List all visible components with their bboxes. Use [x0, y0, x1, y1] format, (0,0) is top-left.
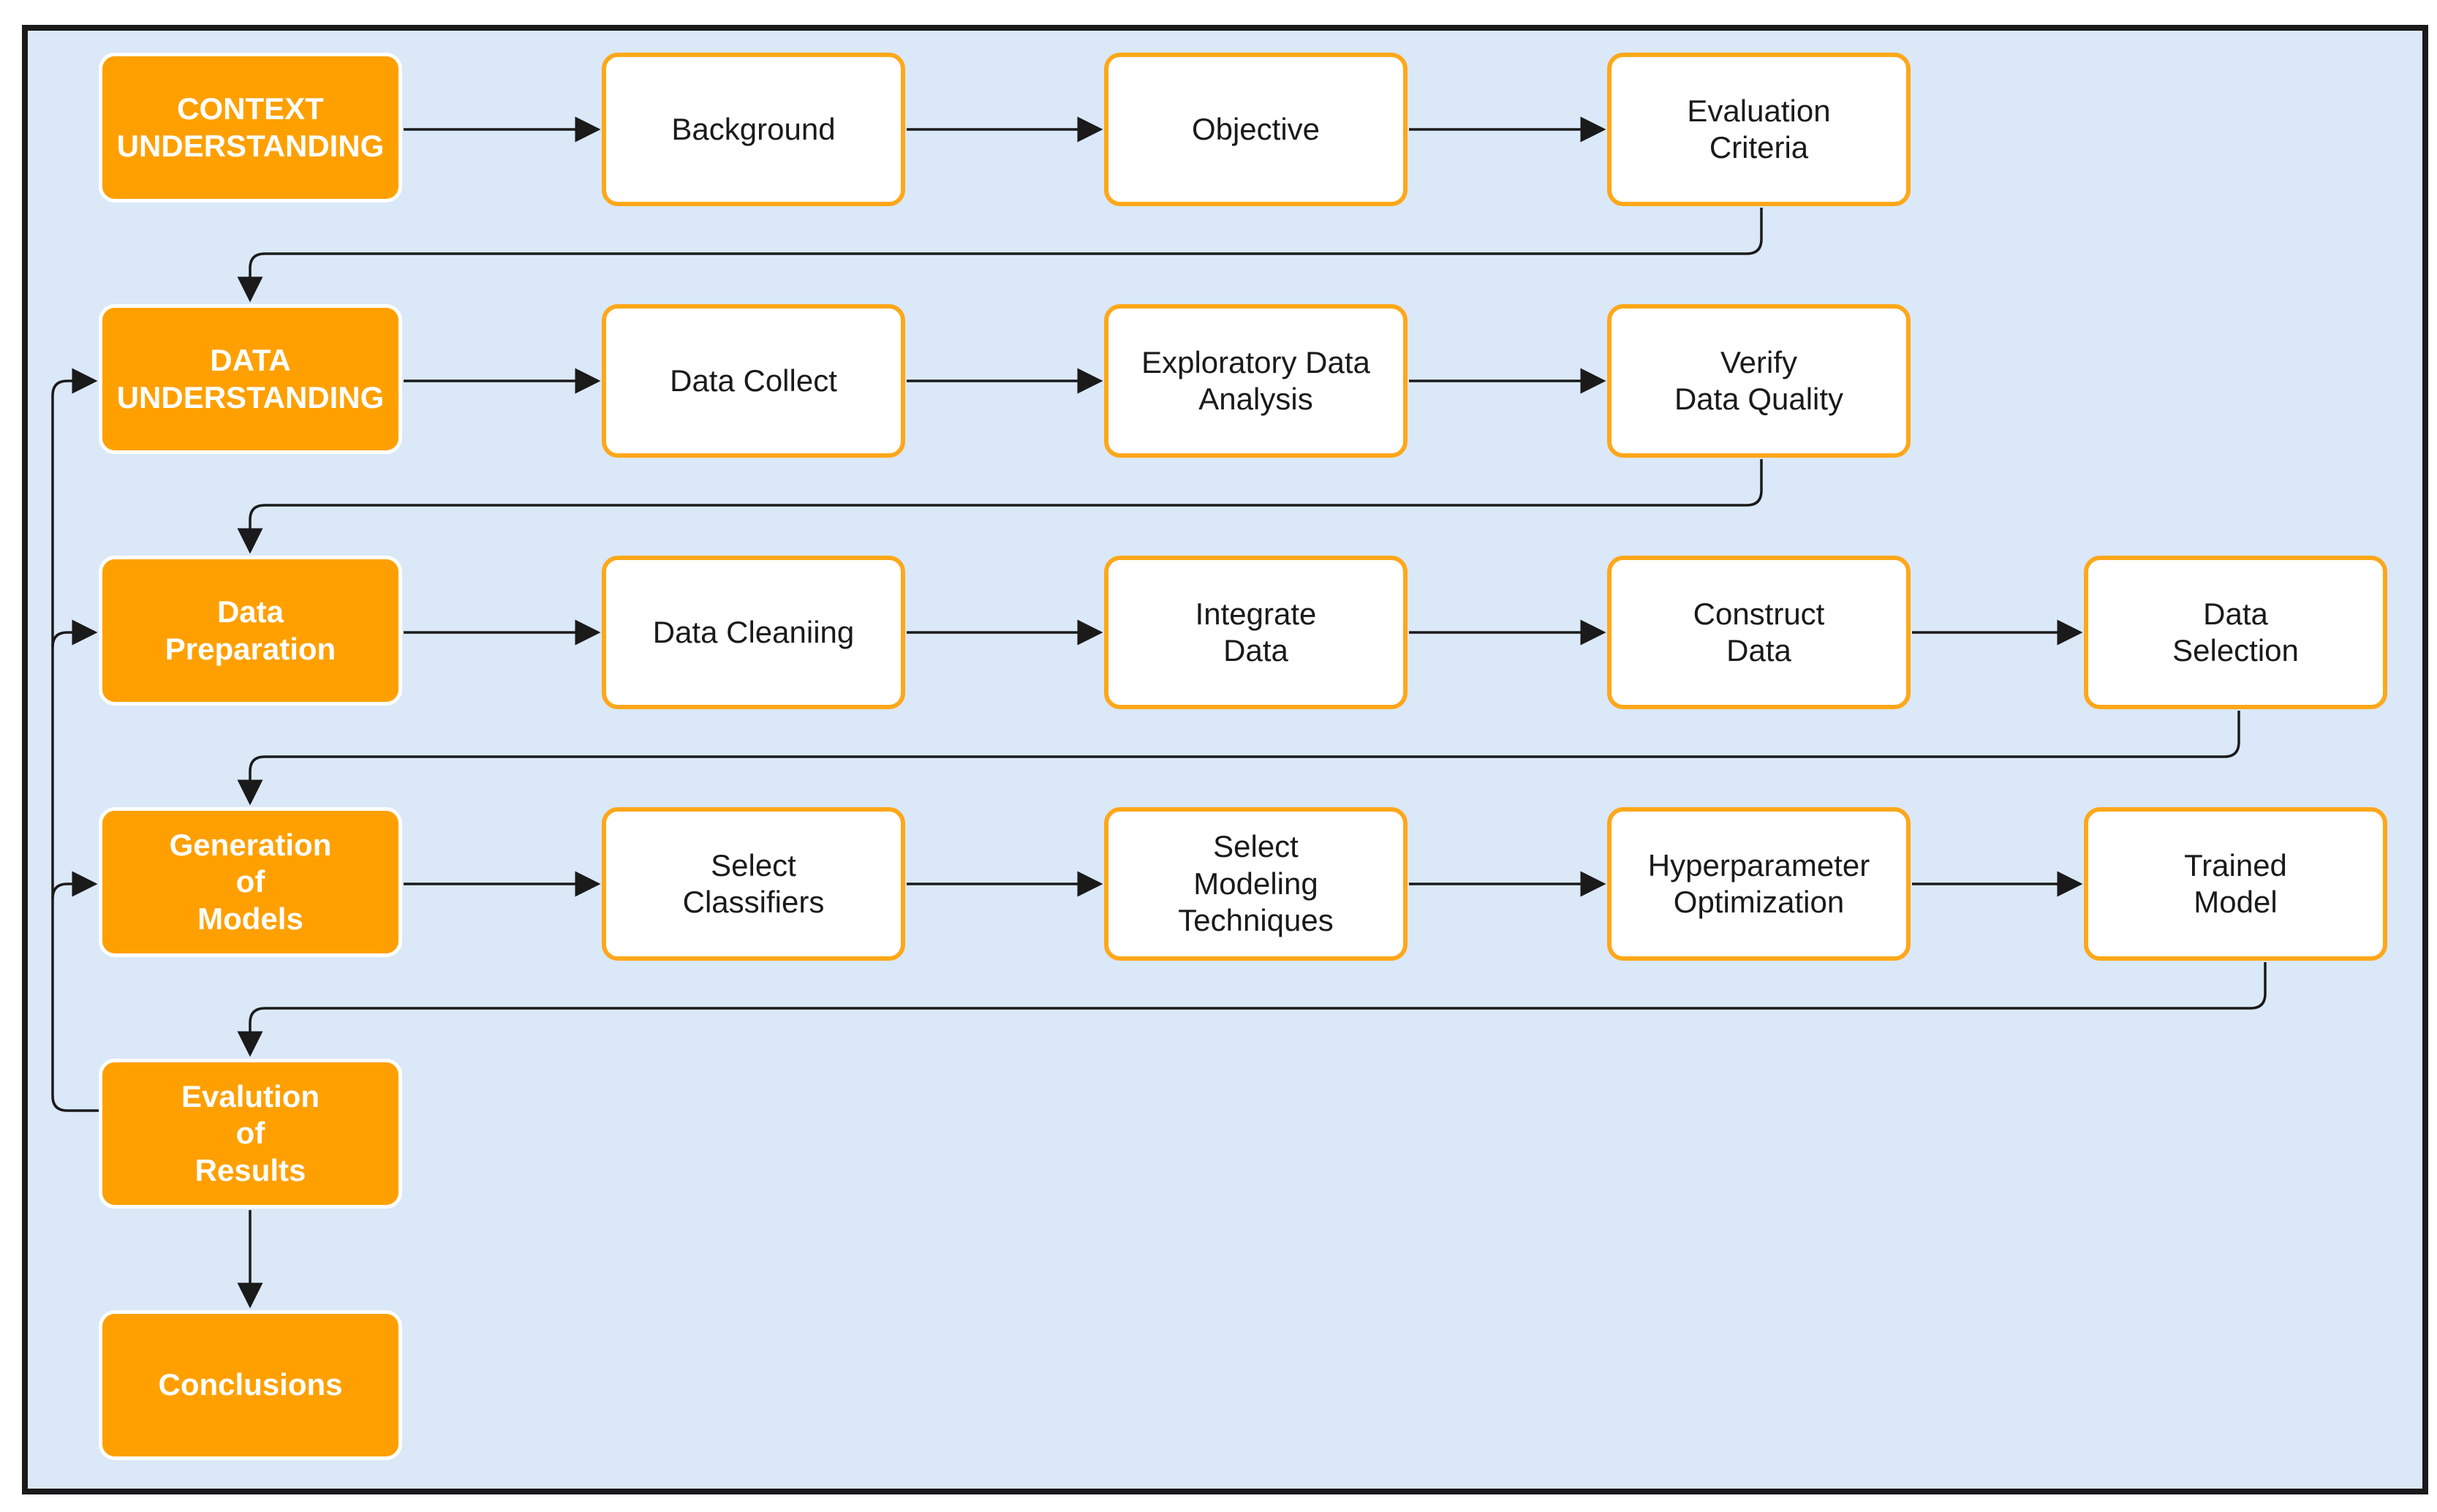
connector-criteria-to-data-understanding	[237, 208, 1763, 303]
task-data-collect: Data Collect	[602, 304, 905, 458]
task-construct-data: Construct Data	[1607, 556, 1911, 709]
feedback-branch-to-generation	[51, 871, 98, 899]
task-evaluation-criteria: Evaluation Criteria	[1607, 53, 1911, 206]
phase-generation-of-models: Generation of Models	[99, 807, 402, 957]
task-data-cleaning: Data Cleaniing	[602, 556, 905, 709]
task-objective: Objective	[1104, 53, 1408, 206]
phase-context-understanding: CONTEXT UNDERSTANDING	[99, 53, 402, 203]
task-verify-data-quality: Verify Data Quality	[1607, 304, 1911, 458]
connector-trained-model-to-evaluation	[237, 962, 2267, 1057]
phase-evaluation-of-results: Evalution of Results	[99, 1059, 402, 1209]
phase-data-preparation: Data Preparation	[99, 556, 402, 706]
diagram-frame	[22, 25, 2428, 1494]
task-data-selection: Data Selection	[2084, 556, 2387, 709]
connector-selection-to-generation	[237, 711, 2240, 806]
phase-conclusions: Conclusions	[99, 1310, 402, 1460]
task-trained-model: Trained Model	[2084, 807, 2387, 961]
task-select-classifiers: Select Classifiers	[602, 807, 905, 961]
connector-quality-to-data-preparation	[237, 459, 1763, 554]
task-background: Background	[602, 53, 905, 206]
task-integrate-data: Integrate Data	[1104, 556, 1408, 709]
task-select-modeling-techniques: Select Modeling Techniques	[1104, 807, 1408, 961]
feedback-branch-to-data-preparation	[51, 619, 98, 648]
task-hyperparameter-optimization: Hyperparameter Optimization	[1607, 807, 1911, 961]
feedback-loop-to-data-understanding	[51, 368, 99, 1112]
task-exploratory-data-analysis: Exploratory Data Analysis	[1104, 304, 1408, 458]
phase-data-understanding: DATA UNDERSTANDING	[99, 304, 402, 454]
